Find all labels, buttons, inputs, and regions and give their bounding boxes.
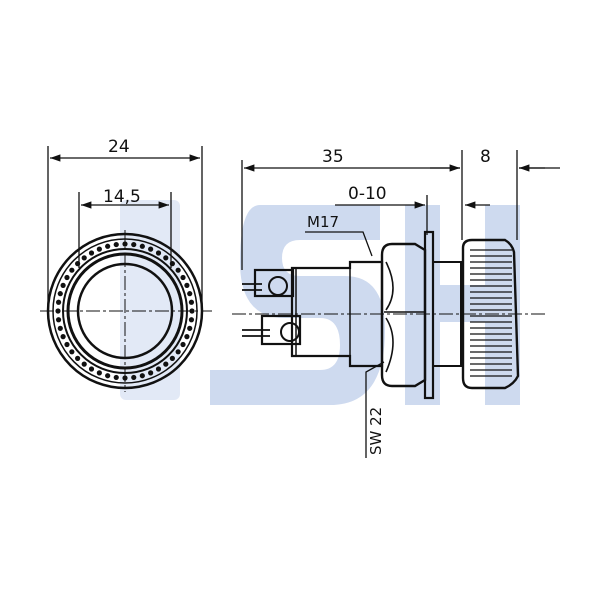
knurl-dot [113, 241, 119, 248]
knurl-dot [69, 267, 75, 273]
knurl-dot [139, 373, 145, 379]
knurl-dot [60, 282, 66, 288]
knurl-dot [69, 349, 75, 355]
dim-body-length: 35 [322, 147, 344, 167]
knurl-dot [180, 341, 186, 348]
knurl-dot [64, 341, 70, 348]
dim-inner-diameter: 14,5 [103, 187, 141, 207]
knurl-dot [131, 374, 137, 381]
side-view [232, 150, 560, 458]
knurl-dot [88, 250, 95, 256]
knurl-dot [81, 255, 87, 261]
knurl-dot [188, 299, 195, 305]
front-view [40, 146, 212, 392]
dim-outer-diameter: 24 [108, 137, 130, 157]
knurl-dot [180, 274, 186, 281]
dim-thread: M17 [307, 213, 339, 231]
knob-knurling [470, 249, 512, 377]
knurl-dot [88, 366, 95, 372]
knurl-dot [55, 299, 62, 305]
knurl-dot [96, 370, 102, 376]
knurl-dot [64, 274, 70, 281]
knurl-dot [163, 255, 169, 261]
knurl-dot [113, 374, 119, 381]
knurl-dot [169, 261, 175, 267]
dim-wrench-size: SW 22 [367, 407, 385, 455]
knurl-dot [187, 291, 193, 297]
knurl-dot [57, 325, 63, 331]
terminal-screws [242, 268, 302, 346]
knurl-dot [184, 334, 190, 340]
knurl-dot [169, 355, 175, 361]
knurl-dot [175, 349, 181, 355]
knurl-dot [105, 243, 111, 249]
knurl-dot [81, 361, 87, 367]
knurl-dot [148, 246, 154, 252]
knurl-dot [131, 241, 137, 248]
knurl-dot [184, 282, 190, 288]
knurl-dot [105, 373, 111, 379]
knurl-dot [163, 361, 169, 367]
knurl-dot [188, 317, 195, 323]
knurl-dot [96, 246, 102, 252]
knurl-ring [55, 241, 195, 381]
knurl-dot [139, 243, 145, 249]
knurl-dot [187, 325, 193, 331]
knurl-dot [55, 317, 62, 323]
knurl-dot [148, 370, 154, 376]
knurl-dot [75, 355, 81, 361]
knurl-dot [155, 250, 162, 256]
knurled-knob [461, 238, 520, 390]
dim-adjust-range: 0-10 [348, 184, 387, 204]
knurl-dot [57, 291, 63, 297]
dim-knob-length: 8 [480, 147, 491, 167]
knurl-dot [75, 261, 81, 267]
knurl-dot [175, 267, 181, 273]
knurl-dot [155, 366, 162, 372]
knurl-dot [60, 334, 66, 340]
